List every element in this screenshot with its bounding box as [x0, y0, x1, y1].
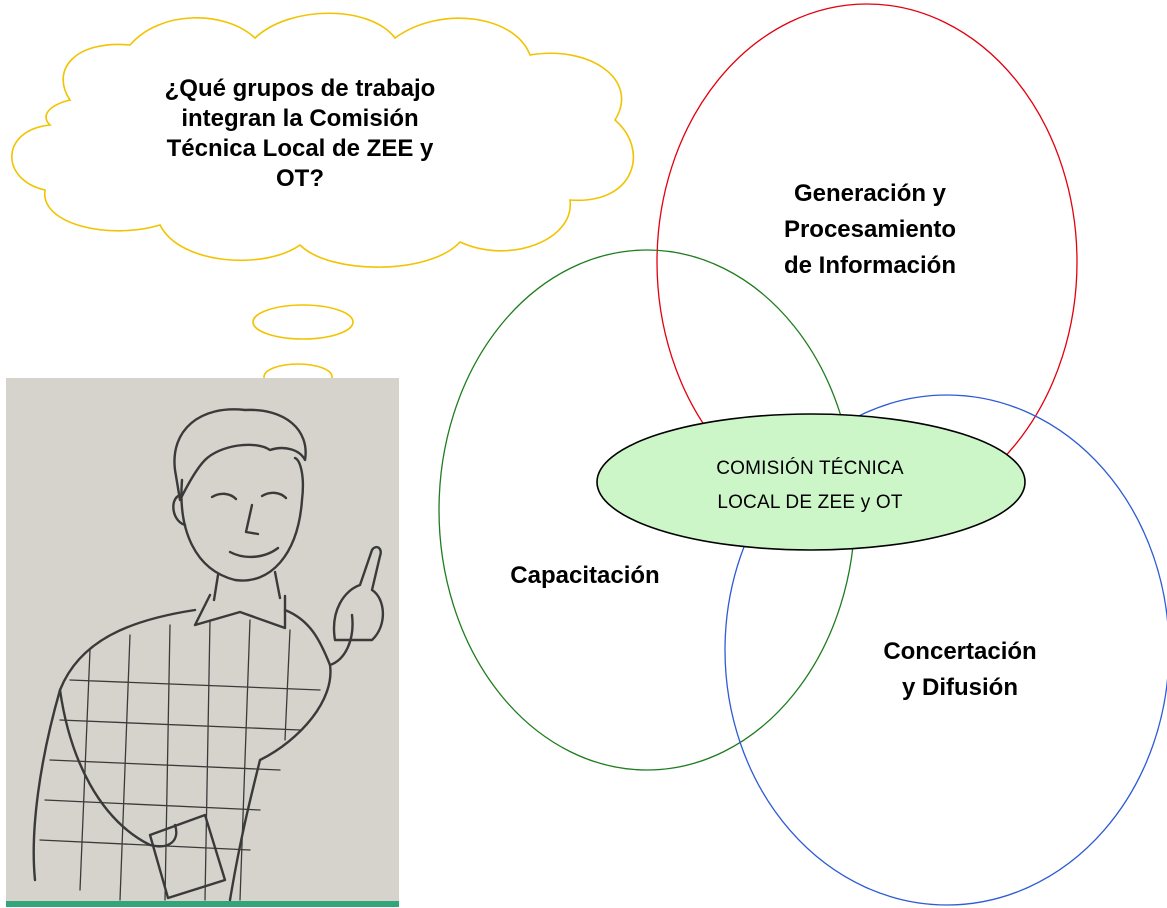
neck	[212, 570, 282, 602]
question-line: Técnica Local de ZEE y	[166, 135, 434, 162]
ear-outline	[172, 493, 187, 527]
paper-sheet	[148, 813, 227, 900]
shirt-plaid	[39, 619, 321, 901]
generacion-label-line: de Información	[783, 252, 957, 279]
nose	[244, 503, 260, 536]
generacion-label-line: Generación y	[793, 180, 947, 207]
pointing-hand	[332, 545, 385, 642]
man-pointing-illustration	[6, 378, 399, 907]
hair-shape	[173, 408, 307, 502]
center-commission-label: COMISIÓN TÉCNICA LOCAL DE ZEE y OT	[640, 452, 980, 520]
concertacion-label: Concertación y Difusión	[840, 634, 1080, 706]
concertacion-label-line: y Difusión	[901, 674, 1018, 701]
capacitacion-label-line: Capacitación	[510, 562, 660, 589]
capacitacion-label: Capacitación	[470, 560, 700, 592]
left-arm	[58, 688, 178, 848]
shirt-collar	[193, 593, 287, 630]
question-line: ¿Qué grupos de trabajo	[164, 75, 436, 102]
generacion-label-line: Procesamiento	[783, 216, 957, 243]
question-line: OT?	[276, 165, 324, 192]
illustration-bottom-bar	[6, 901, 399, 907]
thought-cloud-outline	[11, 12, 634, 268]
thought-cloud	[11, 12, 634, 430]
concertacion-circle	[724, 394, 1167, 906]
concertacion-label-line: Concertación	[883, 638, 1037, 665]
thought-bubble-question: ¿Qué grupos de trabajo integran la Comis…	[95, 74, 505, 194]
left-eye	[210, 492, 238, 501]
center-commission-ellipse	[596, 413, 1026, 551]
right-eye	[260, 491, 288, 500]
face-outline	[180, 456, 305, 582]
center-label-line: COMISIÓN TÉCNICA	[716, 458, 904, 479]
mouth	[228, 546, 280, 559]
thought-bubble-large	[252, 304, 354, 340]
question-line: integran la Comisión	[181, 105, 419, 132]
center-label-line: LOCAL DE ZEE y OT	[717, 492, 903, 513]
generacion-label: Generación y Procesamiento de Informació…	[740, 176, 1000, 284]
